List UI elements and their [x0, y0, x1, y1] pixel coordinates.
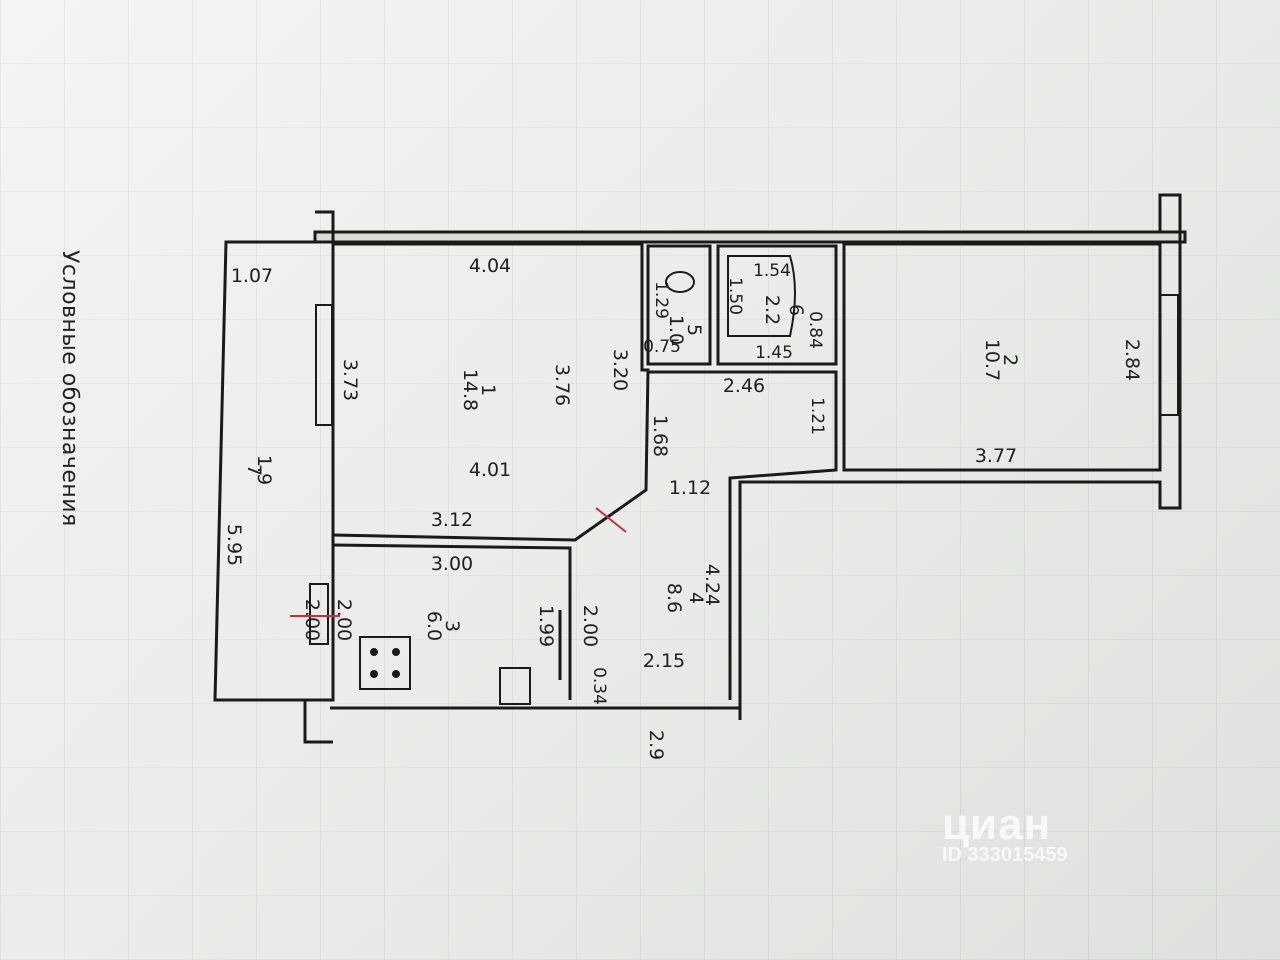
- room4-number: 4: [685, 592, 707, 604]
- hall-left: 1.68: [649, 415, 671, 457]
- kitchen-window: 2.00: [301, 599, 323, 641]
- room2-door: 1.21: [807, 397, 827, 435]
- room3-number: 3: [441, 620, 463, 632]
- room6-area: 2.2: [761, 295, 783, 325]
- room1-top: 4.04: [469, 255, 511, 277]
- room6-top: 1.54: [753, 261, 791, 281]
- sink-icon: [499, 667, 531, 705]
- room5-width: 0.75: [643, 337, 681, 357]
- room1-area: 14.8: [459, 369, 481, 411]
- room2-right: 2.84: [1121, 339, 1143, 381]
- room3-area: 6.0: [423, 611, 445, 641]
- room5-dims: 1.29: [651, 281, 671, 319]
- outer-wall-bottom: [330, 706, 742, 720]
- room1-mid: 3.76: [551, 364, 573, 406]
- room1-bottom: 4.01: [469, 459, 511, 481]
- kitchen-right: 1.99: [535, 605, 557, 647]
- wall-room1: [332, 242, 650, 542]
- room5-area: 1.0: [665, 315, 687, 345]
- room6-right: 0.84: [805, 311, 825, 349]
- kitchen-top: 3.00: [431, 553, 473, 575]
- wall-room5: [646, 244, 712, 366]
- balcony-area: 1.9: [253, 455, 275, 485]
- outer-wall-left: [303, 210, 335, 744]
- watermark-id: ID 333015459: [942, 844, 1068, 866]
- hall-right: 4.24: [701, 564, 723, 606]
- wall-room4: [648, 370, 838, 700]
- room6-number: 6: [785, 304, 807, 316]
- window-room3: [309, 583, 329, 645]
- kitchen-left: 2.00: [333, 599, 355, 641]
- hall-top: 2.46: [723, 375, 765, 397]
- outer-wall-right: [738, 193, 1182, 720]
- room6-bottom: 1.45: [755, 343, 793, 363]
- wall-room3: [332, 543, 572, 700]
- balcony-outline: [213, 240, 318, 702]
- balcony-width: 1.07: [231, 265, 273, 287]
- bathtub-icon: [727, 255, 796, 337]
- partition-width: 0.34: [589, 667, 609, 705]
- room2-area: 10.7: [981, 339, 1003, 381]
- room2-number: 2: [999, 354, 1021, 366]
- hall-mid: 1.12: [669, 477, 711, 499]
- entry-width: 2.9: [645, 730, 667, 760]
- partition-length: 2.00: [579, 605, 601, 647]
- room4-area: 8.6: [663, 583, 685, 613]
- stove-icon: [359, 636, 411, 690]
- room5-number: 5: [683, 324, 705, 336]
- room1-number: 1: [477, 384, 499, 396]
- hall-bottom: 2.15: [643, 650, 685, 672]
- room1-bottom-wall: 3.12: [431, 509, 473, 531]
- balcony-length: 5.95: [223, 524, 245, 566]
- window-room2: [1159, 294, 1179, 416]
- window-room1: [315, 304, 333, 426]
- balcony-room-number: 7: [243, 464, 265, 476]
- wall-room6: [716, 244, 838, 366]
- room6-side: 1.50: [725, 277, 745, 315]
- toilet-icon: [665, 271, 695, 293]
- watermark: циан ID 333015459: [942, 800, 1068, 867]
- room2-bottom: 3.77: [975, 445, 1017, 467]
- room1-right: 3.20: [609, 349, 631, 391]
- watermark-brand: циан: [942, 800, 1052, 849]
- outer-wall-top: [313, 230, 1187, 244]
- room1-left: 3.73: [339, 359, 361, 401]
